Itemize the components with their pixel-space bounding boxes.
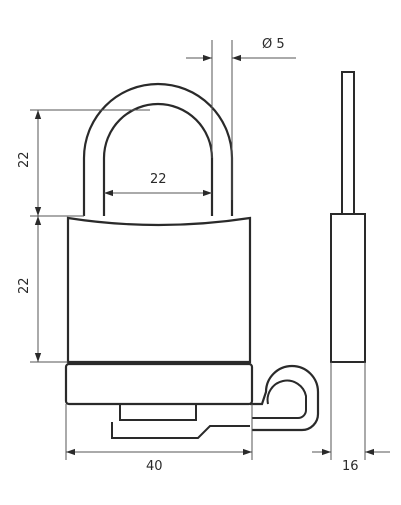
shackle-outer (82, 82, 234, 216)
padlock-body (66, 216, 252, 364)
key-cover (119, 404, 197, 421)
key-slider (111, 422, 250, 439)
shackle-inner (102, 102, 214, 216)
dim-body-width: 40 (146, 459, 163, 474)
padlock-base (64, 362, 254, 406)
dim-body-height: 22 (17, 277, 32, 294)
dim-shackle-inner-width: 22 (150, 172, 167, 187)
side-shackle (341, 71, 355, 215)
cable-loop-inner (252, 379, 307, 419)
dimension-lines (30, 40, 390, 460)
side-body (330, 213, 366, 363)
dim-body-thickness: 16 (342, 459, 359, 474)
dim-shackle-diameter: Ø 5 (262, 37, 285, 52)
dim-shackle-height: 22 (17, 151, 32, 168)
cable-loop (250, 364, 320, 432)
